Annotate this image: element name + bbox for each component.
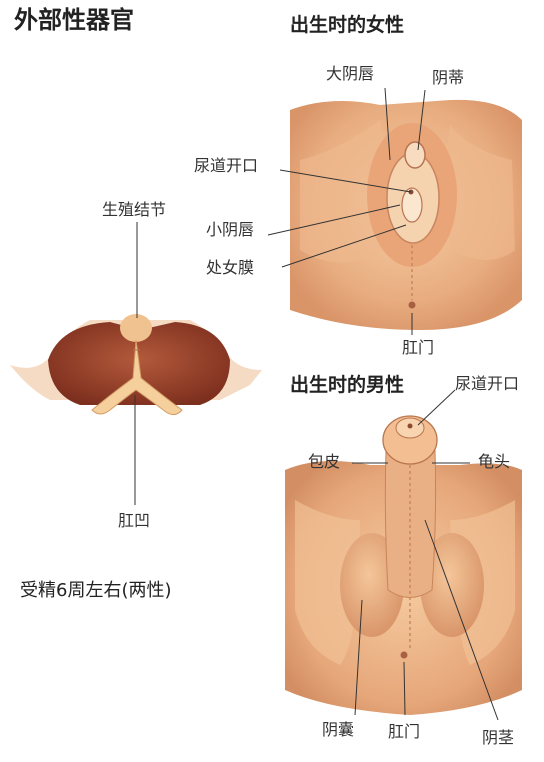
label-scrotum: 阴囊 (322, 722, 354, 738)
label-clitoris: 阴蒂 (432, 70, 464, 86)
label-anus-male: 肛门 (388, 724, 420, 740)
label-labia-majora: 大阴唇 (326, 66, 374, 82)
embryo-caption: 受精6周左右(两性) (20, 582, 172, 600)
label-urethral-opening-male: 尿道开口 (455, 376, 519, 392)
label-urethral-opening-female: 尿道开口 (194, 158, 258, 174)
label-hymen: 处女膜 (206, 260, 254, 276)
label-glans: 龟头 (478, 454, 510, 470)
label-penis: 阴茎 (482, 730, 514, 746)
label-foreskin: 包皮 (308, 454, 340, 470)
label-anus-female: 肛门 (402, 340, 434, 356)
label-genital-tubercle: 生殖结节 (102, 202, 166, 218)
female-illustration (290, 100, 522, 330)
label-anal-pit: 肛凹 (118, 513, 150, 529)
label-labia-minora: 小阴唇 (206, 222, 254, 238)
female-heading: 出生时的女性 (290, 16, 404, 35)
male-heading: 出生时的男性 (290, 376, 404, 395)
embryo-illustration (10, 314, 262, 415)
